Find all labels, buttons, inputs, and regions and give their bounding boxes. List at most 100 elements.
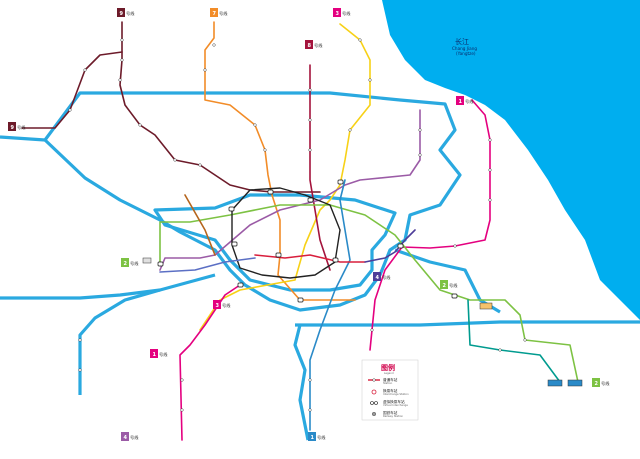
station[interactable]: [120, 38, 124, 42]
svg-text:1: 1: [153, 352, 157, 358]
line-badge-3[interactable]: 3 号线: [333, 8, 351, 17]
station[interactable]: [308, 408, 312, 412]
station[interactable]: [370, 328, 374, 332]
interchange-station[interactable]: [337, 179, 344, 185]
station[interactable]: [453, 244, 457, 248]
line-badge-4-south[interactable]: 4 号线: [121, 432, 139, 441]
station[interactable]: [348, 128, 352, 132]
line-badge-2-far-east[interactable]: 2 号线: [592, 378, 610, 387]
station[interactable]: [78, 338, 82, 342]
railway-station-icon[interactable]: [547, 379, 563, 387]
south-road: [295, 320, 640, 327]
line-3-path: [199, 23, 371, 331]
station[interactable]: [488, 198, 492, 202]
line-badge-1-south[interactable]: 1 号线: [308, 432, 326, 441]
legend-virtual-icon: [370, 401, 374, 405]
line-badge-2-east[interactable]: 2 号线: [440, 280, 458, 289]
line-badge-1-east[interactable]: 1 号线: [456, 96, 474, 105]
interchange-stations: [157, 179, 458, 303]
svg-text:号线: 号线: [449, 282, 458, 289]
line-1-path: [369, 99, 491, 351]
station[interactable]: [488, 168, 492, 172]
interchange-station[interactable]: [237, 282, 244, 288]
legend-item-virtual-sub: Virtual Interchange: [383, 403, 408, 407]
line-badge-8[interactable]: 8 号线: [305, 40, 323, 49]
station[interactable]: [418, 153, 422, 157]
line-7-path: [204, 21, 356, 301]
line-badge-9-west[interactable]: 9 号线: [8, 122, 26, 131]
legend-item-station: 普通车站: [383, 377, 398, 382]
station[interactable]: [138, 123, 142, 127]
station[interactable]: [78, 368, 82, 372]
interchange-station[interactable]: [267, 189, 274, 195]
station[interactable]: [523, 338, 527, 342]
interchange-station[interactable]: [275, 252, 282, 258]
station[interactable]: [418, 128, 422, 132]
line-badge-1-west[interactable]: 1 号线: [150, 349, 168, 358]
station[interactable]: [368, 78, 372, 82]
legend-interchange-icon: [371, 389, 377, 395]
interchange-station[interactable]: [332, 257, 339, 263]
station[interactable]: [498, 348, 502, 352]
railway-station-icon[interactable]: [567, 379, 583, 387]
legend-station-icon: [372, 378, 376, 382]
station[interactable]: [253, 123, 257, 127]
station[interactable]: [68, 108, 72, 112]
station[interactable]: [308, 378, 312, 382]
svg-text:2: 2: [124, 261, 128, 267]
station[interactable]: [203, 68, 207, 72]
interchange-station[interactable]: [307, 197, 314, 203]
line-badge-4[interactable]: 4 号线: [373, 272, 391, 281]
interchange-station[interactable]: [451, 293, 458, 299]
line-5-path: [159, 257, 256, 273]
legend-box: [361, 359, 419, 421]
line-badge-7[interactable]: 7 号线: [210, 8, 228, 17]
line-4-path: [159, 109, 421, 271]
svg-text:9: 9: [120, 11, 124, 17]
station[interactable]: [83, 68, 87, 72]
station[interactable]: [308, 88, 312, 92]
svg-text:2: 2: [443, 283, 447, 289]
interchange-station[interactable]: [297, 297, 304, 303]
station[interactable]: [308, 118, 312, 122]
station[interactable]: [180, 378, 184, 382]
station[interactable]: [488, 138, 492, 142]
svg-text:号线: 号线: [601, 380, 610, 387]
legend-railway-icon: [372, 412, 377, 417]
line-badge-3-south[interactable]: 3 号线: [213, 300, 231, 309]
interchange-station[interactable]: [157, 261, 164, 267]
station[interactable]: [358, 38, 362, 42]
stations: [68, 38, 527, 412]
station[interactable]: [173, 158, 177, 162]
line-2-path: [159, 204, 579, 383]
railway-station-icon[interactable]: [479, 302, 493, 310]
west-expressway: [0, 273, 216, 300]
svg-text:7: 7: [213, 11, 217, 17]
line-badges: 9 号线 9 号线 7 号线 3 号线 8 号线 1 号线: [8, 8, 610, 441]
line-8-path: [309, 64, 331, 271]
station[interactable]: [263, 148, 267, 152]
station[interactable]: [198, 163, 202, 167]
outer-ring-road: [43, 91, 462, 312]
middle-ring-road: [153, 193, 397, 292]
svg-text:号线: 号线: [222, 302, 231, 309]
svg-text:号线: 号线: [17, 124, 26, 131]
svg-text:号线: 号线: [465, 98, 474, 105]
river-name-en2: (Yangtze): [456, 51, 476, 56]
station[interactable]: [120, 58, 124, 62]
railway-stations: [142, 257, 583, 387]
railway-station-icon[interactable]: [142, 257, 152, 264]
river-name-label: 长江 Chang Jiang (Yangtze): [452, 37, 477, 56]
svg-text:号线: 号线: [126, 10, 135, 17]
line-badge-2[interactable]: 2 号线: [121, 258, 139, 267]
station[interactable]: [180, 408, 184, 412]
interchange-station[interactable]: [397, 243, 404, 249]
line-badge-9[interactable]: 9 号线: [117, 8, 135, 17]
interchange-station[interactable]: [231, 241, 238, 247]
interchange-station[interactable]: [228, 206, 235, 212]
station[interactable]: [212, 43, 216, 47]
purple-east-link: [364, 229, 416, 263]
station[interactable]: [308, 148, 312, 152]
station[interactable]: [118, 78, 122, 82]
